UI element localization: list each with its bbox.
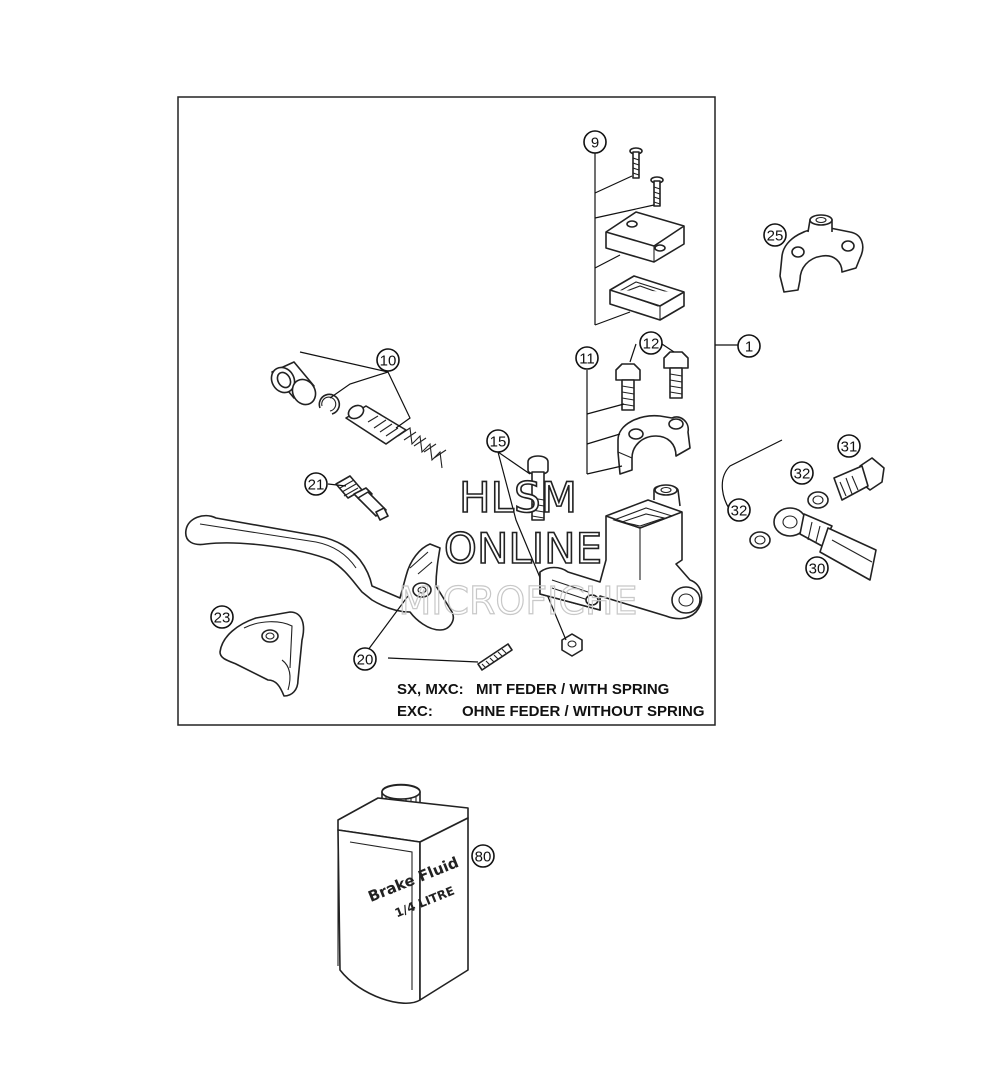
part-21-adjuster bbox=[327, 475, 389, 521]
part-31-banjo-bolt bbox=[833, 457, 885, 501]
callout-21-label: 21 bbox=[308, 477, 325, 494]
callout-31-label: 31 bbox=[841, 439, 858, 456]
part-80-brake-fluid-can bbox=[337, 783, 469, 1005]
callout-80: 80 bbox=[471, 844, 495, 868]
callout-20-label: 20 bbox=[357, 652, 374, 669]
callout-80-label: 80 bbox=[475, 849, 492, 866]
callout-25-label: 25 bbox=[767, 228, 784, 245]
reservoir-diaphragm bbox=[609, 275, 685, 321]
note-line-1-models: SX, MXC: bbox=[397, 681, 464, 698]
part-20-lever-spring bbox=[367, 595, 513, 671]
brake-lever bbox=[184, 514, 455, 631]
callout-1-label: 1 bbox=[745, 339, 753, 356]
callout-9-label: 9 bbox=[591, 135, 599, 152]
master-cylinder-body bbox=[539, 484, 703, 620]
callout-10: 10 bbox=[376, 348, 400, 372]
pivot-nut bbox=[561, 633, 583, 657]
reservoir-cover bbox=[605, 211, 685, 263]
part-32-washer-upper bbox=[807, 491, 829, 509]
part-11-handlebar-clamp bbox=[617, 415, 691, 475]
return-spring bbox=[397, 427, 447, 469]
circlip bbox=[318, 393, 341, 415]
callout-32-upper-label: 32 bbox=[794, 466, 811, 483]
piston bbox=[345, 404, 407, 445]
assembly-frame bbox=[177, 96, 716, 726]
callout-32-upper: 32 bbox=[790, 461, 814, 485]
watermark: MICROFICHE HLSM ONLINE bbox=[398, 472, 638, 623]
watermark-line-1: HLSM bbox=[459, 473, 577, 522]
callout-32-lower: 32 bbox=[727, 498, 751, 522]
note-line-2-text: OHNE FEDER / WITHOUT SPRING bbox=[462, 703, 705, 720]
spring-note: SX, MXC: MIT FEDER / WITH SPRING EXC: OH… bbox=[397, 681, 705, 720]
part-10-piston-kit bbox=[270, 351, 447, 469]
part-9-reservoir-cover-group bbox=[594, 147, 685, 326]
callout-10-label: 10 bbox=[380, 353, 397, 370]
callout-20: 20 bbox=[353, 647, 377, 671]
callout-15: 15 bbox=[486, 429, 510, 453]
callout-23: 23 bbox=[210, 605, 234, 629]
callout-21: 21 bbox=[304, 472, 328, 496]
callout-25: 25 bbox=[763, 223, 787, 247]
part-15-pivot-bolt bbox=[527, 455, 549, 521]
dust-boot bbox=[270, 361, 317, 406]
callout-32-lower-label: 32 bbox=[731, 503, 748, 520]
callout-30: 30 bbox=[805, 556, 829, 580]
callout-15-label: 15 bbox=[490, 434, 507, 451]
note-line-2-models: EXC: bbox=[397, 703, 433, 720]
part-23-lever-guard bbox=[219, 611, 305, 697]
note-line-1-text: MIT FEDER / WITH SPRING bbox=[476, 681, 669, 698]
cover-screw bbox=[650, 176, 664, 207]
clamp-bolt bbox=[615, 363, 641, 411]
callout-1: 1 bbox=[737, 334, 761, 358]
part-30-brake-hose bbox=[773, 507, 877, 581]
callout-30-label: 30 bbox=[809, 561, 826, 578]
watermark-line-2: ONLINE bbox=[444, 524, 602, 573]
callout-12-label: 12 bbox=[643, 336, 660, 353]
part-32-washer-lower bbox=[749, 531, 771, 549]
callout-11: 11 bbox=[575, 346, 599, 370]
watermark-line-3: MICROFICHE bbox=[398, 579, 637, 623]
callout-9: 9 bbox=[583, 130, 607, 154]
callout-12: 12 bbox=[639, 331, 663, 355]
clamp-bolt bbox=[663, 351, 689, 399]
part-25-clamp bbox=[779, 214, 864, 293]
callout-31: 31 bbox=[837, 434, 861, 458]
callout-23-label: 23 bbox=[214, 610, 231, 627]
part-12-clamp-bolts bbox=[615, 343, 689, 411]
callout-11-label: 11 bbox=[579, 351, 595, 368]
cover-screw bbox=[629, 147, 643, 179]
